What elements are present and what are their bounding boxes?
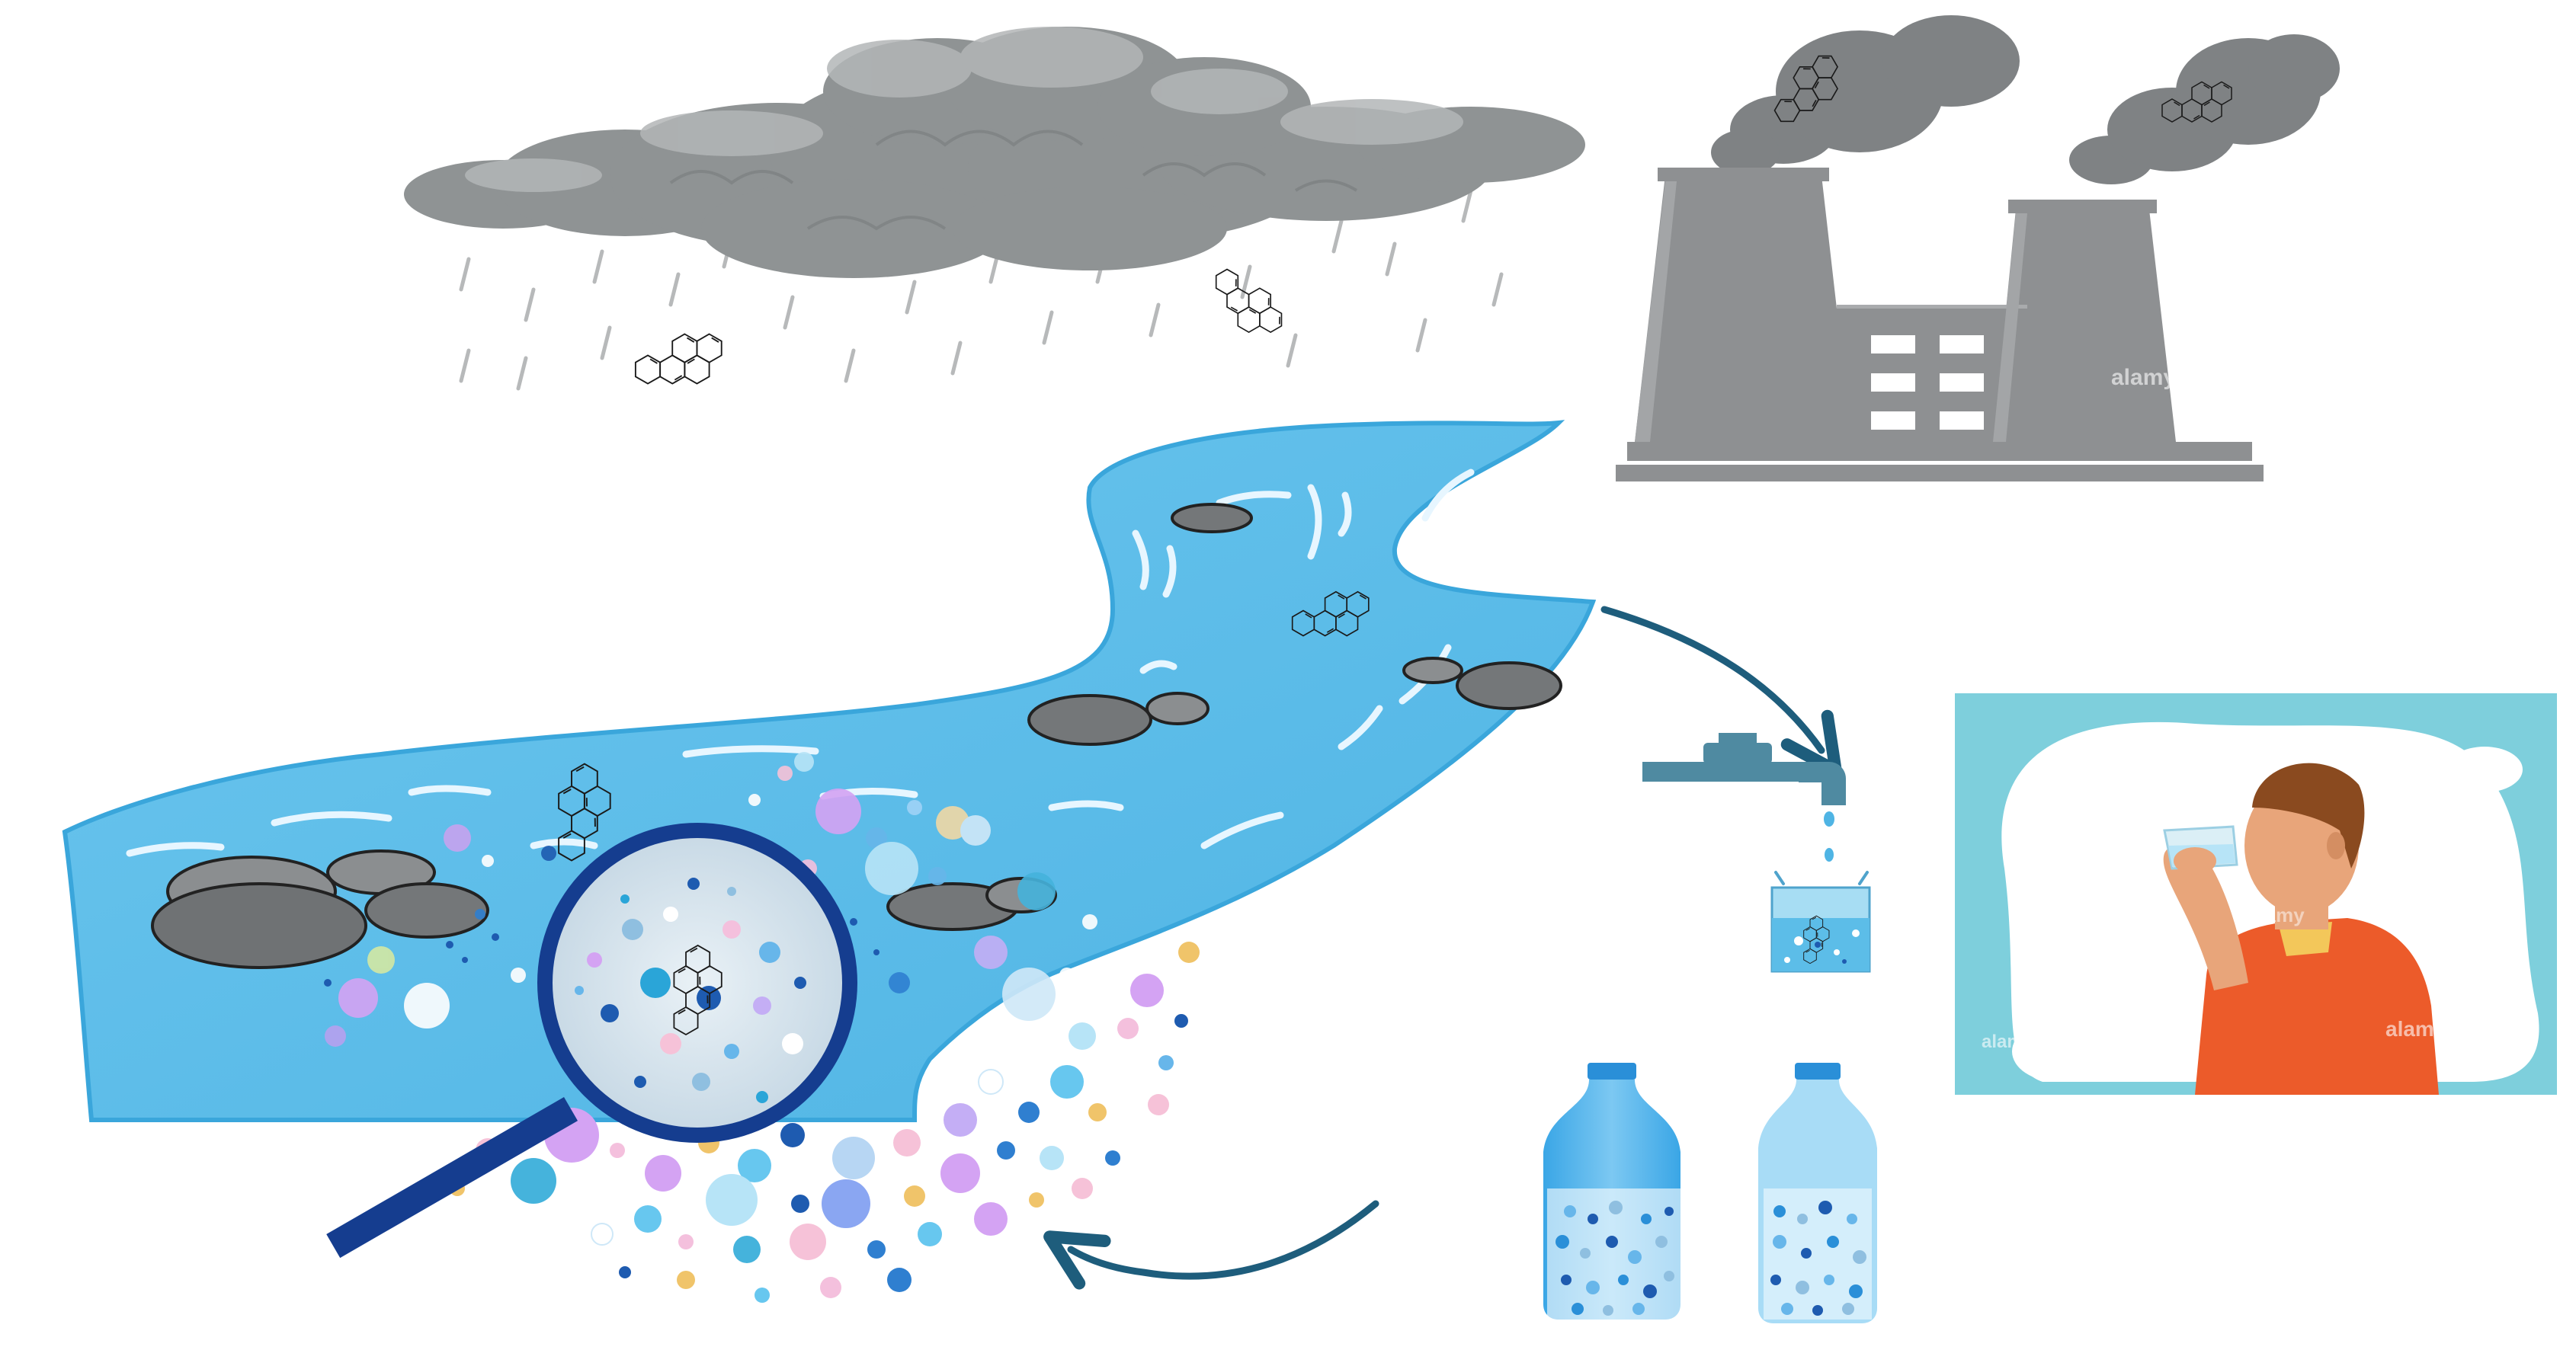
flow-arrow-bottles-to-river [1043, 1200, 1379, 1290]
flow-arrow-river-to-tap [1600, 606, 1842, 777]
watermark-panel: alamy [2385, 1017, 2446, 1041]
watermark-factory: alamy [2111, 365, 2176, 390]
plastic-bottle-icon [1543, 1063, 1877, 1323]
water-glass-icon [1770, 871, 1871, 973]
rain-cloud-icon [404, 27, 1585, 391]
polycyclic-aromatic-molecule-icon [634, 333, 722, 385]
river-icon [62, 420, 1597, 1122]
microplastic-particles [450, 942, 1200, 1303]
watermark-panel-2: alamy [2248, 904, 2305, 926]
watermark-bottle: alamy [1982, 1032, 2034, 1052]
water-tap-icon [1642, 733, 1846, 862]
power-plant-icon [1616, 15, 2340, 481]
person-drinking-icon [1955, 693, 2557, 1095]
